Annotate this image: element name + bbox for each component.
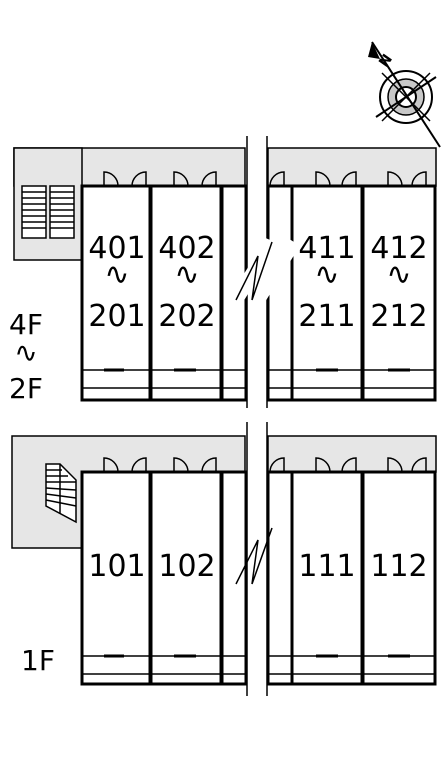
unit-box	[266, 184, 294, 402]
north-arrow-icon	[368, 41, 441, 148]
unit-label: 201	[88, 299, 145, 334]
unit-box	[266, 470, 294, 686]
unit-box	[80, 184, 152, 402]
unit-label: 112	[370, 549, 427, 584]
unit-label: 101	[88, 549, 145, 584]
unit-box	[361, 470, 437, 686]
unit-label: 402	[158, 231, 215, 266]
unit-label: 411	[298, 231, 355, 266]
unit-label: 401	[88, 231, 145, 266]
break-line	[230, 238, 300, 304]
range-separator: ∿	[104, 257, 129, 292]
door-icon	[103, 171, 427, 187]
unit-box	[149, 184, 223, 402]
ground-floor-plan: 101 102 111 112 1F	[11, 422, 437, 696]
range-separator: ∿	[174, 257, 199, 292]
range-separator: ∿	[386, 257, 411, 292]
range-separator: ∿	[14, 336, 37, 369]
corridor	[267, 435, 437, 473]
staircase-icon	[21, 185, 75, 239]
corridor	[267, 147, 437, 187]
unit-label: 212	[370, 299, 427, 334]
door-icon	[103, 457, 427, 473]
range-separator: ∿	[314, 257, 339, 292]
staircase-icon	[45, 463, 77, 524]
upper-floor-plan: 401 ∿ 201 402 ∿ 202 411 ∿ 211 412 ∿ 212 …	[9, 136, 437, 408]
floor-label: 2F	[9, 372, 43, 405]
unit-box	[220, 470, 248, 686]
unit-label: 202	[158, 299, 215, 334]
unit-label: 412	[370, 231, 427, 266]
unit-label: 211	[298, 299, 355, 334]
unit-label: 111	[298, 549, 355, 584]
floor-label: 1F	[21, 644, 55, 677]
unit-box	[80, 470, 152, 686]
unit-box	[361, 184, 437, 402]
unit-box	[290, 184, 364, 402]
break-line	[235, 527, 273, 585]
floor-label: 4F	[9, 308, 43, 341]
unit-label: 102	[158, 549, 215, 584]
